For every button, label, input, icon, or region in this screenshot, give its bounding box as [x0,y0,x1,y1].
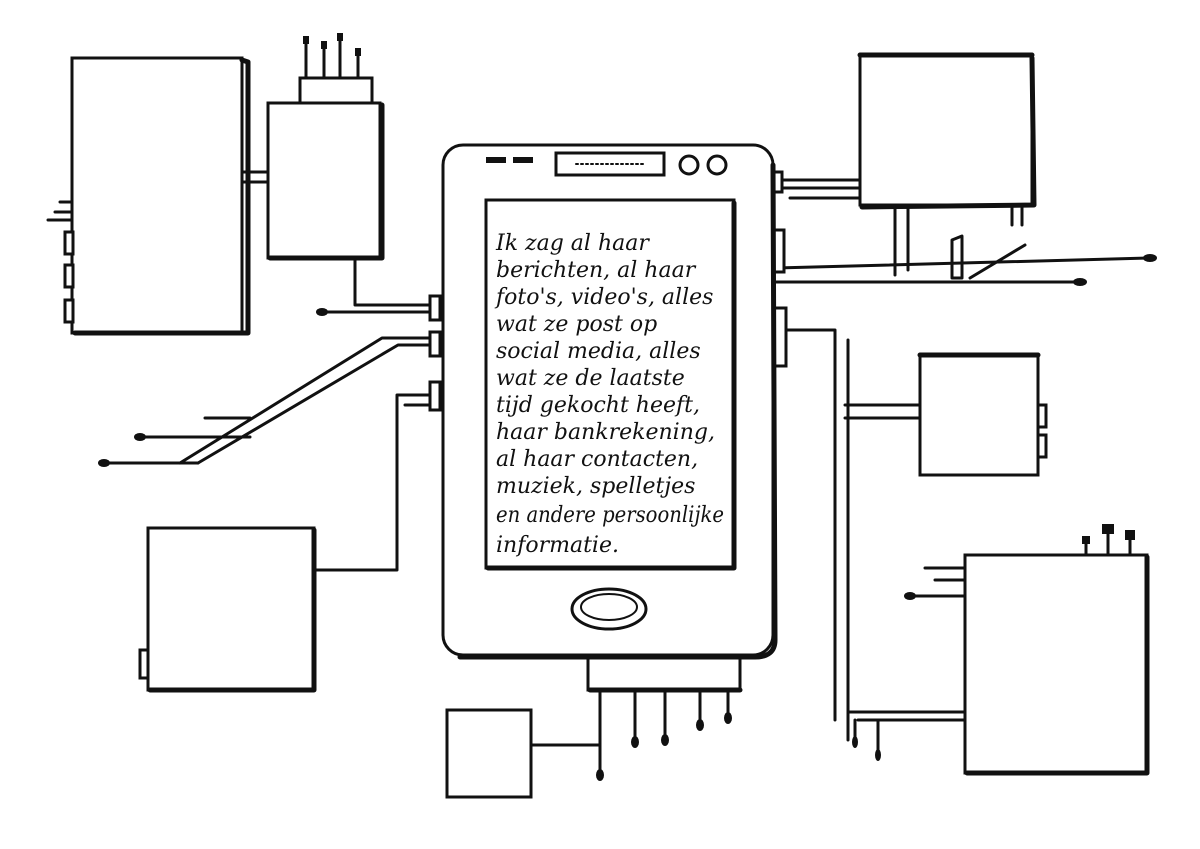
front-camera-icon [678,154,700,176]
phone-sensor [513,157,533,163]
bottom-right-block [963,524,1150,776]
wire-terminals [98,254,1157,781]
wires [102,170,1152,777]
screen-line: foto's, video's, alles [494,285,713,310]
phone: Ik zag al haar berichten, al haar foto's… [428,143,788,660]
right-middle-block [917,352,1048,477]
phone-screen [484,198,736,570]
bottom-center-block [445,708,533,799]
screen-line: al haar contacten, [496,447,698,472]
screen-line: berichten, al haar [496,258,697,283]
top-left-chip [266,33,385,261]
screen-line: tijd gekocht heeft, [496,393,700,418]
phone-sensor [486,157,506,163]
screen-line: informatie. [496,533,619,558]
bottom-left-block [138,526,317,693]
screen-text: Ik zag al haar berichten, al haar foto's… [494,231,724,558]
phone-side-connector [428,330,442,358]
screen-line: haar bankrekening, [496,420,715,445]
screen-line: Ik zag al haar [495,231,650,256]
screen-line: muziek, spelletjes [496,474,695,499]
phone-side-connector [428,380,442,412]
left-tall-block [46,56,251,336]
screen-line: wat ze post op [496,312,657,337]
phone-side-connector [428,294,442,322]
camera-icon [706,154,728,176]
home-button-icon [570,587,648,631]
top-right-block [857,52,1037,280]
screen-line: en andere persoonlijke [496,503,724,528]
screen-line: social media, alles [496,339,701,364]
screen-line: wat ze de laatste [496,366,685,391]
